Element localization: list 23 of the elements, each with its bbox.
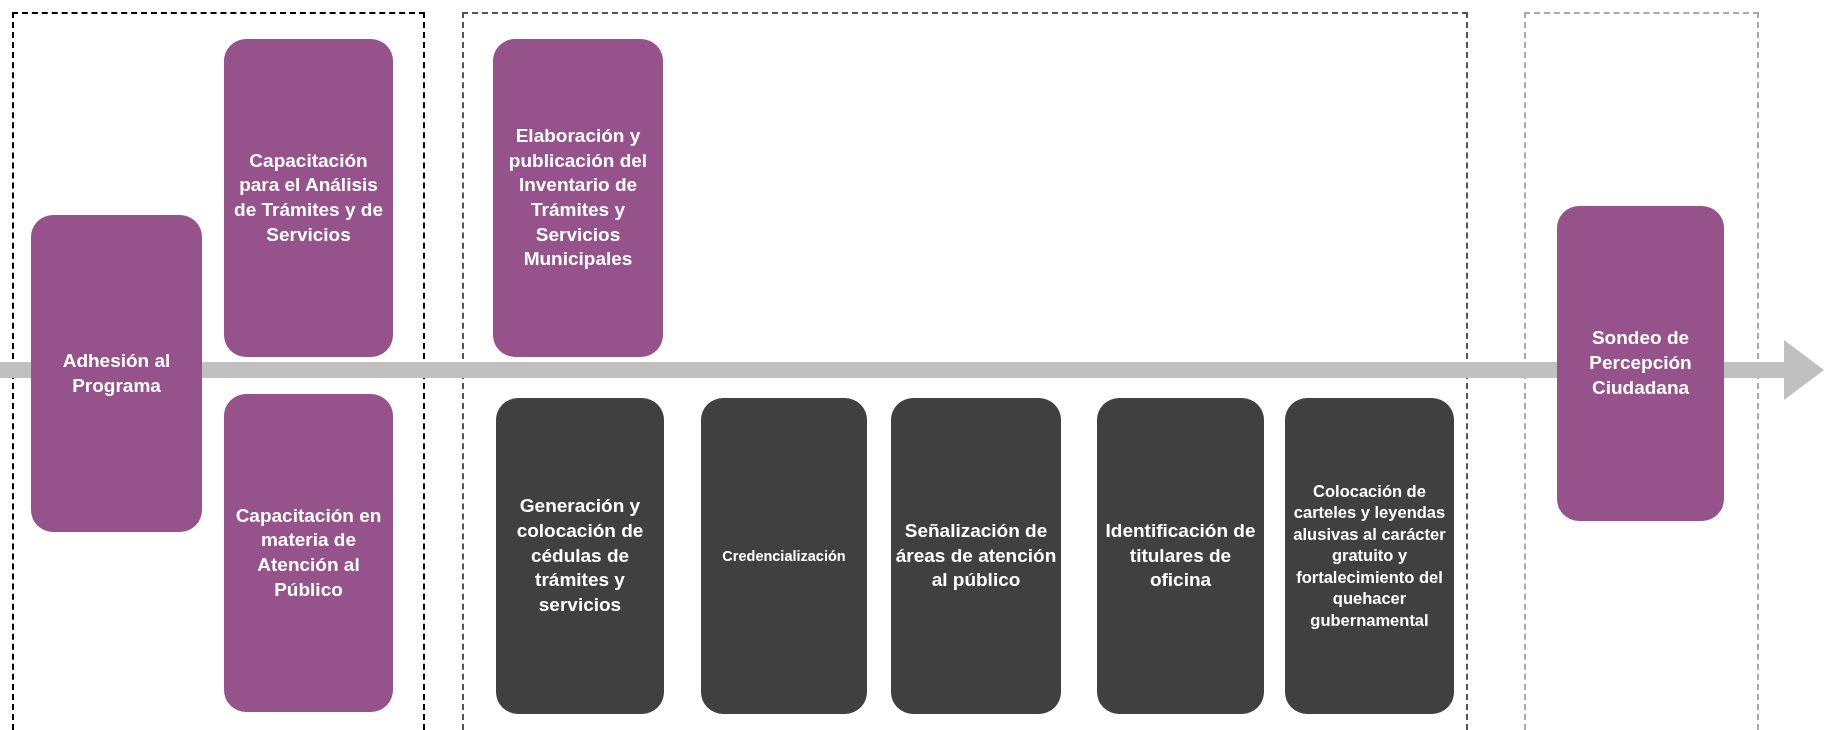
step-text: Identificación de titulares de oficina	[1104, 518, 1257, 593]
dashed-group-frame	[12, 12, 425, 730]
dashed-group-frame	[1524, 12, 1759, 730]
step-text: Sondeo de Percepción Ciudadana	[1588, 326, 1693, 400]
dashed-group-frame	[462, 12, 1468, 730]
process-box	[493, 39, 663, 357]
step-text: Adhesión al Programa	[61, 348, 172, 398]
step-box	[891, 398, 1061, 714]
step-box	[1097, 398, 1264, 714]
step-text: Generación y colocación de cédulas de trámites y servicios	[515, 494, 645, 618]
process-box	[224, 394, 393, 712]
step-text: Colocación de carteles y leyendas alusivas al carácter gratuito y fortalecimiento del quehacer gubernamental	[1292, 480, 1447, 631]
step-text: Credencialización	[722, 546, 846, 566]
step-box	[1285, 398, 1454, 714]
process-box	[1557, 206, 1724, 521]
step-text: Elaboración y publicación del Inventario de Trámites y Servicios Municipales	[507, 123, 649, 272]
step-text: Señalización de áreas de atención al público	[895, 518, 1057, 593]
step-box	[701, 398, 867, 714]
step-box	[496, 398, 664, 714]
step-text: Capacitación en materia de Atención al Público	[234, 503, 383, 602]
process-box	[31, 215, 202, 532]
step-text: Capacitación para el Análisis de Trámites y de Servicios	[233, 148, 384, 247]
process-box	[224, 39, 393, 357]
